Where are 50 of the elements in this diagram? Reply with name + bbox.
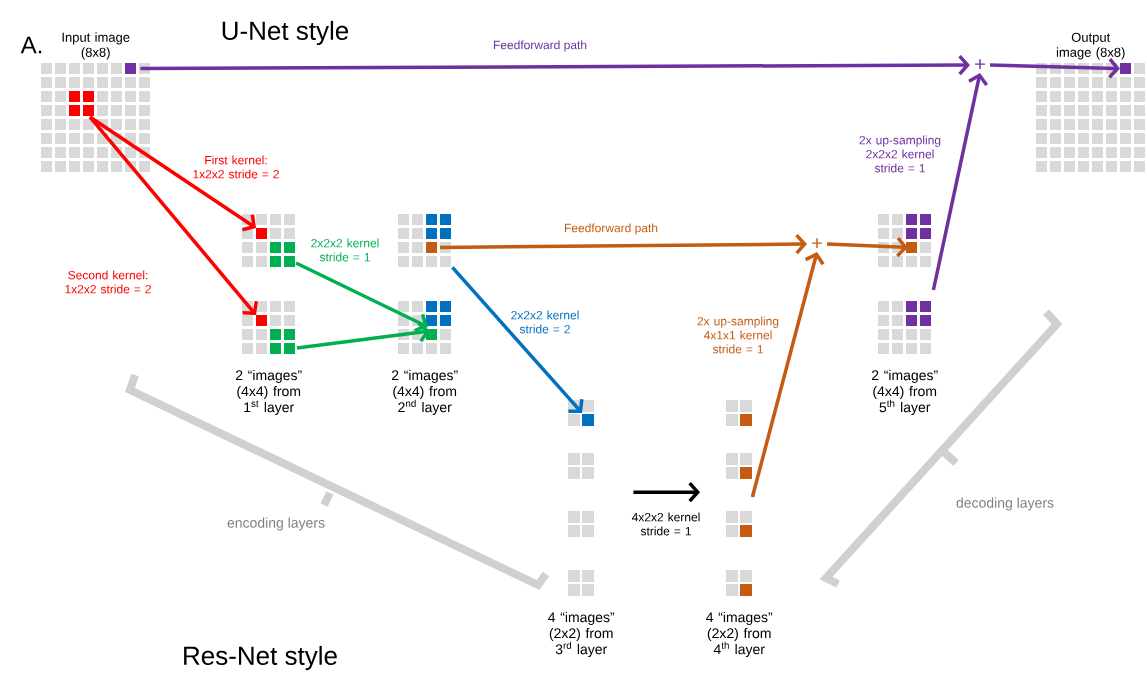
arrow <box>296 322 430 350</box>
edge-label: Second kernel: 1x2x2 stride = 2 <box>65 270 151 294</box>
pixel-grid <box>726 511 752 537</box>
edge-label: 2x up-sampling 4x1x1 kernel stride = 1 <box>697 316 779 354</box>
node-label: Output image (8x8) <box>1056 32 1125 60</box>
node-label: 2 “images” (4x4) from 1$^{st}$ layer <box>235 369 302 415</box>
pixel-grid: Input image (8x8) <box>41 32 150 172</box>
arrow <box>750 251 825 498</box>
bracket-label: encoding layers <box>227 517 325 531</box>
pixel-grid: 2 “images” (4x4) from 1$^{st}$ layer <box>235 301 302 415</box>
pixel-grid <box>726 453 752 479</box>
arrow <box>295 261 428 333</box>
node-label: 2 “images” (4x4) from 2$^{nd}$ layer <box>391 369 458 415</box>
pixel-grid: Output image (8x8) <box>1036 32 1145 172</box>
plus-sign: + <box>975 59 985 69</box>
arrow <box>826 236 908 258</box>
arrow <box>931 73 989 291</box>
edge-label: First kernel: 1x2x2 stride = 2 <box>193 155 279 179</box>
pixel-grid <box>568 453 594 479</box>
pixel-grid <box>568 511 594 537</box>
arrow <box>89 115 256 232</box>
pixel-grid: 4 “images” (2x2) from 3$^{rd}$ layer <box>548 570 615 657</box>
arrow <box>440 233 807 255</box>
pixel-grid <box>398 214 451 267</box>
pixel-grid: 4 “images” (2x2) from 4$^{th}$ layer <box>706 570 773 657</box>
heading: U-Net style <box>222 20 349 46</box>
edge-label: Feedforward path <box>564 223 658 235</box>
pixel-grid <box>242 214 295 267</box>
bracket-label: decoding layers <box>956 497 1054 511</box>
arrow <box>633 482 700 503</box>
pixel-grid <box>568 400 594 426</box>
pixel-grid <box>878 214 931 267</box>
pixel-grid: 2 “images” (4x4) from 5$^{th}$ layer <box>871 301 938 415</box>
pixel-grid <box>726 400 752 426</box>
edge-label: 2x2x2 kernel stride = 2 <box>511 310 579 334</box>
heading: Res-Net style <box>184 645 337 671</box>
plus-sign: + <box>812 238 822 248</box>
arrow <box>88 115 258 315</box>
pixel-grid: 2 “images” (4x4) from 2$^{nd}$ layer <box>391 301 458 415</box>
edge-label: Feedforward path <box>493 40 587 52</box>
node-label: Input image (8x8) <box>62 32 130 60</box>
arrow <box>451 266 584 413</box>
edge-label: 4x2x2 kernel stride = 1 <box>631 512 700 536</box>
node-label: 2 “images” (4x4) from 5$^{th}$ layer <box>871 369 938 415</box>
arrow <box>990 58 1120 79</box>
edge-label: 2x2x2 kernel stride = 1 <box>311 238 379 262</box>
arrow <box>140 54 970 76</box>
node-label: 4 “images” (2x2) from 4$^{th}$ layer <box>706 611 773 657</box>
node-label: 4 “images” (2x2) from 3$^{rd}$ layer <box>548 611 615 657</box>
edge-label: 2x up-sampling 2x2x2 kernel stride = 1 <box>859 135 941 173</box>
